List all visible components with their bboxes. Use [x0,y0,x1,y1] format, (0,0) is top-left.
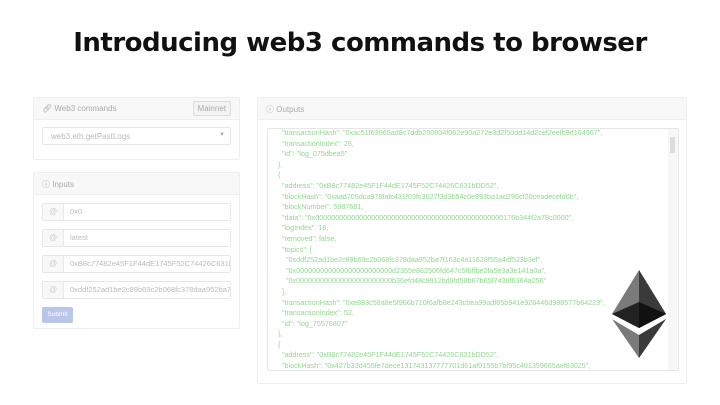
submit-button[interactable]: Submit [42,307,73,323]
inputs-title: Inputs [52,180,75,189]
at-icon: @ [43,204,64,220]
scrollbar-thumb[interactable] [670,137,675,153]
inputs-panel: ⓘ Inputs @0x0 @ latest @0xB8c77482e45F1F4… [33,172,240,329]
input-value[interactable]: 0xddf252ad1be2c89b69c2b068fc378daa952ba7… [70,285,230,294]
outputs-textarea[interactable]: "transactionHash": "0xac51f63965ad8c7ddb… [267,128,679,371]
at-icon: @ [43,230,64,246]
outputs-text: "transactionHash": "0xac51f63965ad8c7ddb… [277,128,605,371]
input-address[interactable]: @0xB8c77482e45F1F44dE1745F52C74426C631bD… [42,255,231,273]
web3-commands-panel: 🔗︎ Web3 commands Mainnet web3.eth.getPas… [33,97,240,160]
at-icon: @ [43,282,64,298]
mainnet-button[interactable]: Mainnet [192,101,231,116]
selected-command: web3.eth.getPastLogs [51,132,131,141]
info-circle-icon: ⓘ [42,180,50,189]
input-value[interactable]: 0xB8c77482e45F1F44dE1745F52C74426C631bDD… [70,259,230,268]
web3-commands-title: Web3 commands [54,104,117,113]
input-topic[interactable]: @0xddf252ad1be2c89b69c2b068fc378daa952ba… [42,281,231,299]
input-from-block[interactable]: @0x0 [42,203,231,221]
input-to-block[interactable]: @ latest [42,229,231,247]
link-icon: 🔗︎ [42,104,53,113]
caret-down-icon: ▼ [219,132,225,138]
outputs-header: ⓘ Outputs [258,98,686,120]
input-value[interactable]: latest [70,233,88,242]
command-select[interactable]: web3.eth.getPastLogs ▼ [42,127,231,145]
inputs-header: ⓘ Inputs [34,173,239,195]
at-icon: @ [43,256,64,272]
scrollbar[interactable] [668,129,678,370]
outputs-panel: ⓘ Outputs "transactionHash": "0xac51f639… [257,97,687,384]
slide-title: Introducing web3 commands to browser [73,28,647,58]
input-value[interactable]: 0x0 [70,207,83,216]
info-circle-icon: ⓘ [266,105,274,114]
web3-commands-header: 🔗︎ Web3 commands Mainnet [34,98,239,120]
ethereum-logo [612,270,666,358]
outputs-title: Outputs [276,105,305,114]
